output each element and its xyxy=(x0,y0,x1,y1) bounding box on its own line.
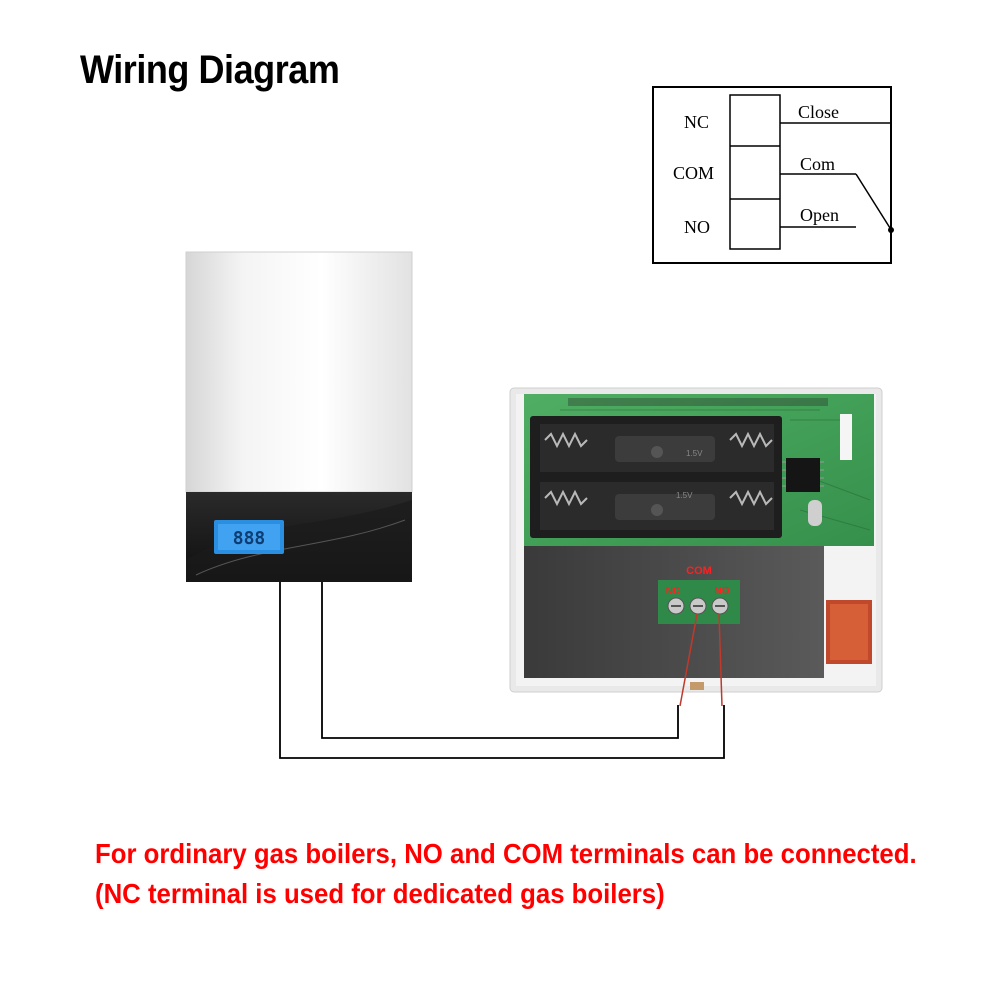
relay-terminal-com: COM xyxy=(673,163,715,183)
note-line-2: (NC terminal is used for dedicated gas b… xyxy=(95,878,665,909)
relay-terminal-no: NO xyxy=(684,217,710,237)
boiler-lcd-digits: 888 xyxy=(233,528,266,549)
page-title: Wiring Diagram xyxy=(80,48,340,92)
terminal-no-label: NO xyxy=(715,586,730,597)
relay-label-open: Open xyxy=(800,205,839,225)
boiler: 888 xyxy=(185,251,413,582)
thermostat: 1.5V 1.5V COM NC N xyxy=(509,387,883,707)
terminal-com-label: COM xyxy=(686,565,712,577)
battery-label-top: 1.5V xyxy=(686,449,703,458)
relay-label-com: Com xyxy=(800,154,836,174)
relay-label-close: Close xyxy=(798,102,840,122)
wires xyxy=(279,582,725,759)
note-line-1: For ordinary gas boilers, NO and COM ter… xyxy=(95,838,917,869)
relay-terminal-nc: NC xyxy=(684,112,710,132)
terminal-nc-label: NC xyxy=(666,586,680,597)
battery-label-bottom: 1.5V xyxy=(676,491,693,500)
relay-schematic xyxy=(652,86,892,264)
